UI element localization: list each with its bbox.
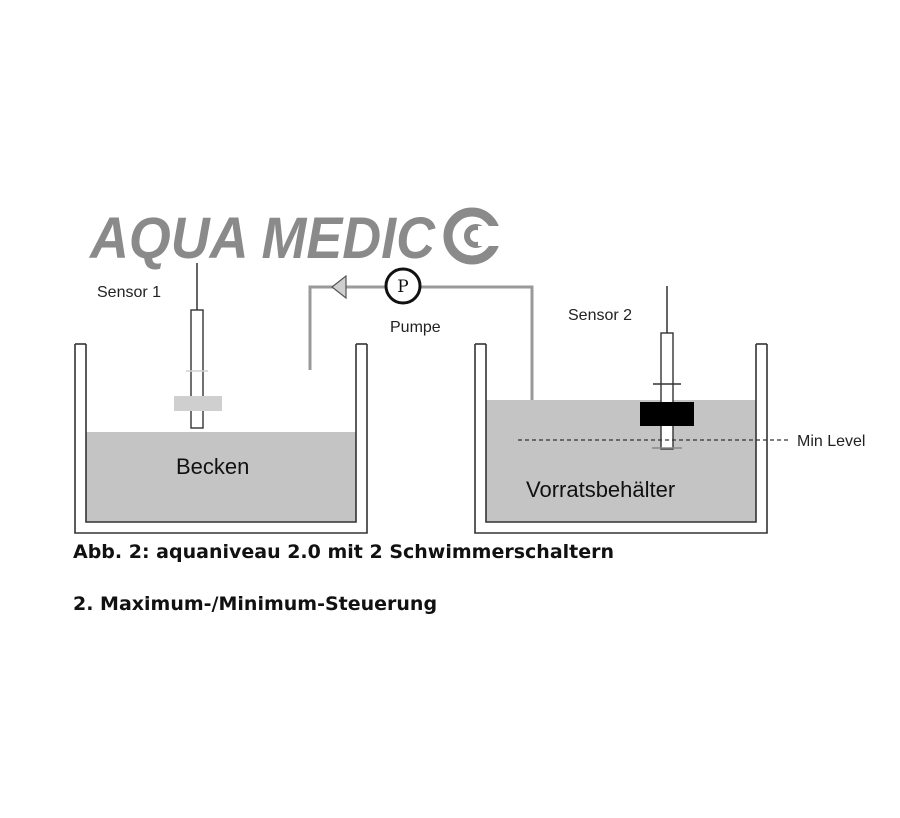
flow-direction-arrow-icon [331, 274, 347, 300]
tank-wall-vorratsbehaelter [474, 344, 768, 534]
logo-text: AQUA MEDIC [88, 206, 436, 271]
tank-label-becken: Becken [176, 454, 249, 479]
sensor1: Sensor 1 [97, 263, 222, 429]
sensor2-rod [660, 332, 674, 450]
tank-becken: Becken [74, 343, 368, 534]
tank-label-vorratsbehaelter: Vorratsbehälter [526, 477, 675, 502]
pump-label: Pumpe [390, 319, 441, 336]
figure-caption: Abb. 2: aquaniveau 2.0 mit 2 Schwimmersc… [73, 541, 615, 563]
aquaniveau-diagram: AQUA MEDIC Becken Sensor 1 P Pumpe [74, 206, 865, 534]
min-level-label: Min Level [797, 433, 865, 450]
pump-icon [384, 267, 422, 305]
sensor1-float [174, 396, 222, 411]
pump: P Pumpe [384, 267, 441, 336]
pump-pipe [308, 274, 534, 441]
sensor2: Sensor 2 [568, 286, 694, 450]
tank-wall-becken [74, 344, 368, 534]
water-becken [86, 432, 356, 522]
sensor2-float [640, 402, 694, 426]
water-vorratsbehaelter [486, 400, 756, 522]
tank-vorratsbehaelter: Vorratsbehälter [474, 343, 768, 534]
section-heading: 2. Maximum-/Minimum-Steuerung [73, 593, 438, 615]
aqua-medic-logo: AQUA MEDIC [88, 206, 504, 271]
pump-symbol: P [397, 277, 408, 297]
sensor2-label: Sensor 2 [568, 307, 632, 324]
min-level: Min Level [518, 433, 865, 450]
sensor1-label: Sensor 1 [97, 284, 161, 301]
logo-swirl-icon [443, 207, 504, 265]
